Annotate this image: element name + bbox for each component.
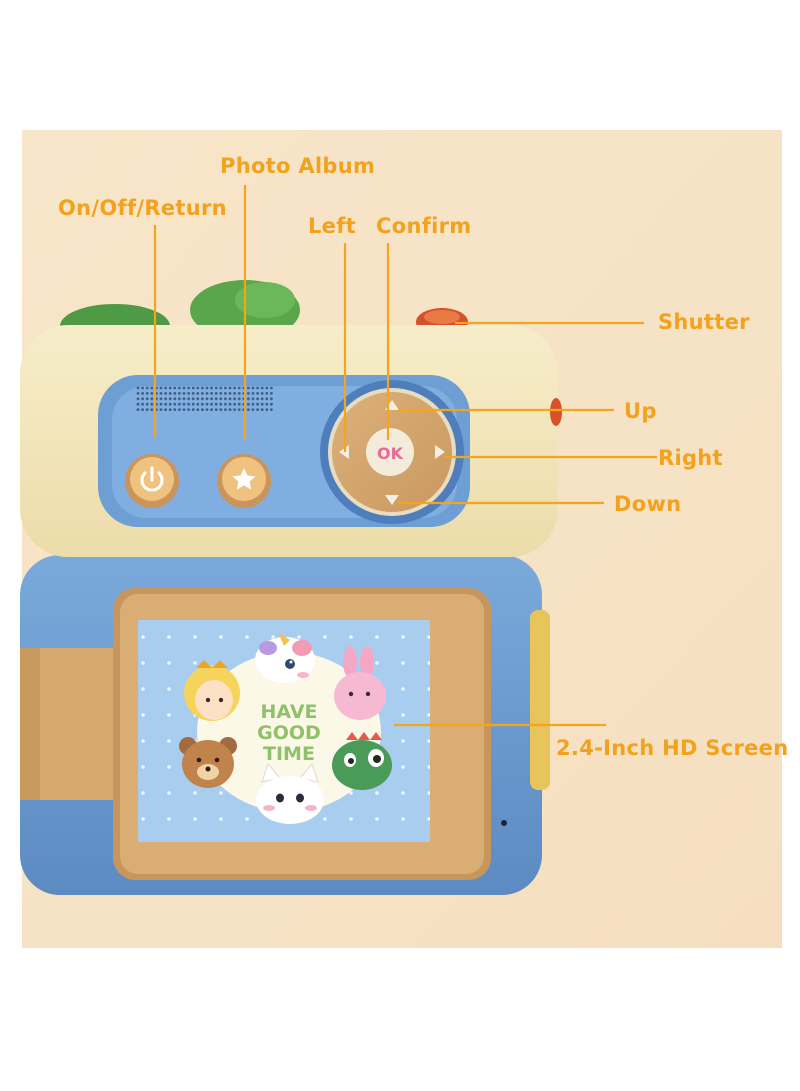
callout-confirm: Confirm bbox=[376, 214, 472, 238]
cat-face-icon bbox=[256, 763, 324, 824]
arrow-right-icon[interactable] bbox=[435, 445, 445, 459]
screen-text-line-3: TIME bbox=[263, 743, 315, 765]
callout-screen: 2.4-Inch HD Screen bbox=[556, 736, 789, 760]
callout-left: Left bbox=[308, 214, 356, 238]
ok-label: OK bbox=[377, 444, 404, 463]
arrow-down-icon[interactable] bbox=[385, 495, 399, 505]
princess-face-icon bbox=[184, 660, 240, 721]
screen-text-line-1: HAVE bbox=[261, 701, 318, 723]
callout-down: Down bbox=[614, 492, 682, 516]
callout-on-off-return: On/Off/Return bbox=[58, 196, 227, 220]
ok-button[interactable] bbox=[366, 428, 414, 476]
callout-right: Right bbox=[658, 446, 723, 470]
star-icon bbox=[232, 468, 256, 490]
callout-lines bbox=[153, 185, 657, 727]
dinosaur-face-icon bbox=[332, 732, 392, 790]
screen-text-line-2: GOOD bbox=[257, 722, 321, 744]
callout-photo-album: Photo Album bbox=[220, 154, 376, 178]
bunny-face-icon bbox=[334, 646, 386, 720]
callout-shutter: Shutter bbox=[658, 310, 750, 334]
speaker-grille bbox=[136, 386, 273, 411]
power-icon bbox=[140, 466, 164, 492]
screen-illustration: HAVE GOOD TIME bbox=[179, 632, 392, 824]
unicorn-face-icon bbox=[255, 632, 315, 683]
bear-face-icon bbox=[179, 737, 237, 788]
callout-up: Up bbox=[624, 399, 657, 423]
